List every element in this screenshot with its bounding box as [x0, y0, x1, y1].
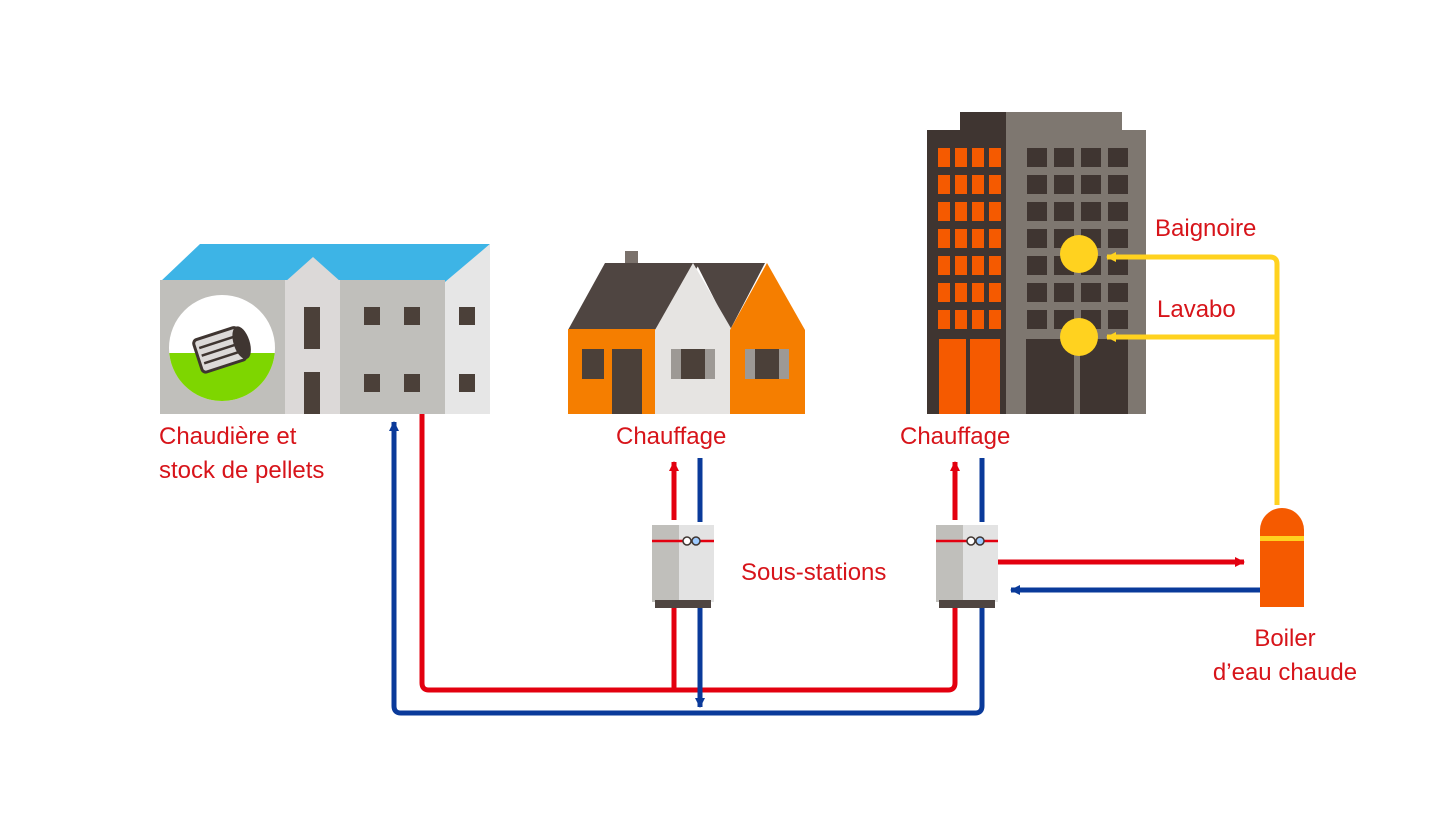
- tower-window: [1108, 202, 1128, 221]
- sink-fixture: [1060, 318, 1098, 356]
- tower-window: [1081, 175, 1101, 194]
- substations-label: Sous-stations: [741, 559, 887, 586]
- tower-window: [1027, 256, 1047, 275]
- tower-window: [1108, 175, 1128, 194]
- tower-window: [955, 202, 967, 221]
- tower-window: [1027, 175, 1047, 194]
- tower-window: [955, 175, 967, 194]
- bathtub-label: Baignoire: [1155, 215, 1257, 242]
- tower-window: [972, 283, 984, 302]
- tower-window: [938, 148, 950, 167]
- tower-window: [1027, 148, 1047, 167]
- tower-window: [1027, 229, 1047, 248]
- tower-window: [938, 310, 950, 329]
- tower-window: [989, 310, 1001, 329]
- tower-window: [1081, 148, 1101, 167]
- water-heater-label-line-1: Boiler: [1254, 625, 1316, 652]
- hot-water-pipes: [1106, 252, 1280, 505]
- tower-window: [972, 202, 984, 221]
- tower-window: [955, 310, 967, 329]
- tower-window: [938, 229, 950, 248]
- tower-window: [972, 175, 984, 194]
- water-heater-label-line-2: d’eau chaude: [1212, 659, 1358, 686]
- tower-window: [1027, 310, 1047, 329]
- tower-window: [938, 283, 950, 302]
- tower-window: [1054, 175, 1074, 194]
- tower-window: [989, 283, 1001, 302]
- tower-window: [989, 256, 1001, 275]
- tower-window: [1108, 148, 1128, 167]
- house-building: [568, 251, 805, 414]
- tower-window: [989, 148, 1001, 167]
- boiler-plant-label: Chaudière et stock de pellets: [159, 420, 324, 488]
- tower-window: [1081, 283, 1101, 302]
- tower-window: [955, 283, 967, 302]
- tower-window: [1108, 229, 1128, 248]
- tower-window: [938, 256, 950, 275]
- hot-water-boiler-tank: [1260, 508, 1304, 607]
- tower-window: [1054, 283, 1074, 302]
- tower-window: [1081, 202, 1101, 221]
- tower-window: [1054, 202, 1074, 221]
- return-pipes: [389, 421, 1260, 716]
- substation-unit-icon: [652, 525, 714, 608]
- tower-window: [972, 310, 984, 329]
- apartment-tower: [927, 112, 1146, 414]
- tower-window: [955, 229, 967, 248]
- tower-window: [1027, 202, 1047, 221]
- tower-window: [955, 256, 967, 275]
- tower-window: [972, 256, 984, 275]
- tower-window: [938, 202, 950, 221]
- supply-pipes: [419, 414, 1245, 693]
- tower-window: [989, 202, 1001, 221]
- tower-window: [1027, 283, 1047, 302]
- tower-window: [972, 148, 984, 167]
- tower-window: [938, 175, 950, 194]
- tower-window: [1054, 148, 1074, 167]
- tower-heating-label: Chauffage: [900, 423, 1011, 450]
- tower-window: [1108, 310, 1128, 329]
- substation-unit-icon: [936, 525, 998, 608]
- sink-label: Lavabo: [1157, 296, 1236, 323]
- tower-window: [1108, 283, 1128, 302]
- tower-window: [955, 148, 967, 167]
- boiler-plant-label-line-1: Chaudière et: [159, 423, 297, 450]
- bathtub-fixture: [1060, 235, 1098, 273]
- boiler-plant-building: [160, 244, 490, 414]
- tower-window: [989, 229, 1001, 248]
- boiler-plant-label-line-2: stock de pellets: [159, 457, 325, 484]
- tower-window: [989, 175, 1001, 194]
- tower-window: [972, 229, 984, 248]
- water-heater-label: Boiler d’eau chaude: [1190, 622, 1380, 690]
- house-heating-label: Chauffage: [616, 423, 727, 450]
